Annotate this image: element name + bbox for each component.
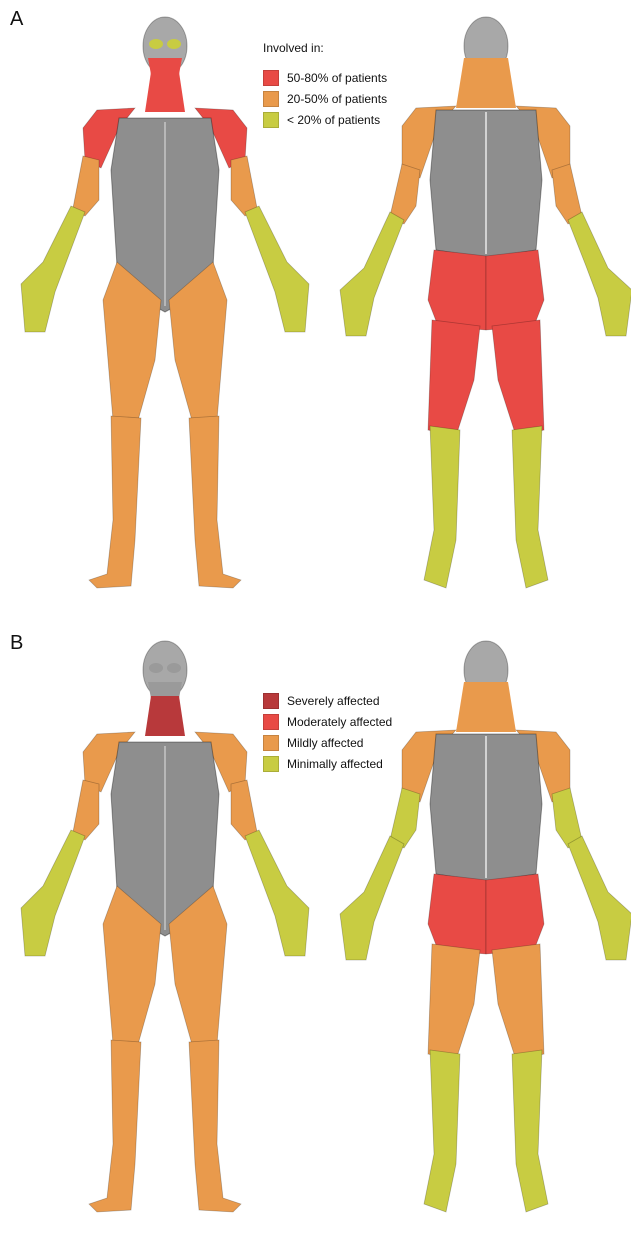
- eye-left: [149, 39, 163, 49]
- legend-swatch: [263, 70, 279, 86]
- glute-right: [486, 250, 544, 330]
- legend-label: < 20% of patients: [287, 114, 380, 126]
- hamstring-left: [428, 944, 480, 1060]
- legend-swatch: [263, 693, 279, 709]
- legend-item: Moderately affected: [263, 711, 392, 732]
- eye-right: [167, 663, 181, 673]
- calf-foot-right: [512, 1050, 548, 1212]
- legend-swatch: [263, 714, 279, 730]
- legend: Severely affected Moderately affected Mi…: [263, 690, 392, 774]
- calf-foot-right: [512, 426, 548, 588]
- forearm-hand-right: [245, 830, 309, 956]
- upper-arm-right: [231, 156, 257, 216]
- legend-item: 50-80% of patients: [263, 67, 387, 88]
- neck: [145, 72, 185, 112]
- legend-label: Minimally affected: [287, 758, 383, 770]
- forearm-hand-right: [568, 212, 631, 336]
- glute-left: [428, 874, 486, 954]
- hamstring-left: [428, 320, 480, 436]
- neck: [456, 58, 516, 108]
- upper-arm-left: [73, 156, 99, 216]
- lower-leg-foot-left: [89, 1040, 141, 1212]
- legend-item: < 20% of patients: [263, 109, 387, 130]
- legend-swatch: [263, 91, 279, 107]
- legend-item: Minimally affected: [263, 753, 392, 774]
- upper-arm-right: [231, 780, 257, 840]
- eye-right: [167, 39, 181, 49]
- legend-item: Severely affected: [263, 690, 392, 711]
- legend-label: 20-50% of patients: [287, 93, 387, 105]
- neck: [145, 696, 185, 736]
- upper-arm-left: [73, 780, 99, 840]
- glute-right: [486, 874, 544, 954]
- legend-label: 50-80% of patients: [287, 72, 387, 84]
- lower-leg-foot-right: [189, 1040, 241, 1212]
- forearm-hand-left: [340, 836, 404, 960]
- legend-title: Involved in:: [263, 42, 387, 54]
- neck: [456, 682, 516, 732]
- glute-left: [428, 250, 486, 330]
- legend-item: Mildly affected: [263, 732, 392, 753]
- calf-foot-left: [424, 426, 460, 588]
- legend-swatch: [263, 756, 279, 772]
- legend-item: 20-50% of patients: [263, 88, 387, 109]
- forearm-hand-left: [21, 830, 85, 956]
- eye-left: [149, 663, 163, 673]
- legend-swatch: [263, 112, 279, 128]
- forearm-hand-left: [21, 206, 85, 332]
- legend-label: Mildly affected: [287, 737, 363, 749]
- panel-a: A Involved in: 50-80% of patients 20-50%…: [0, 0, 631, 624]
- legend-label: Moderately affected: [287, 716, 392, 728]
- legend-swatch: [263, 735, 279, 751]
- legend-label: Severely affected: [287, 695, 380, 707]
- hamstring-right: [492, 944, 544, 1060]
- legend: Involved in: 50-80% of patients 20-50% o…: [263, 42, 387, 130]
- panel-b: B Severely affected Moderately affected …: [0, 624, 631, 1248]
- forearm-hand-right: [568, 836, 631, 960]
- lower-leg-foot-left: [89, 416, 141, 588]
- forearm-hand-left: [340, 212, 404, 336]
- calf-foot-left: [424, 1050, 460, 1212]
- lower-leg-foot-right: [189, 416, 241, 588]
- forearm-hand-right: [245, 206, 309, 332]
- hamstring-right: [492, 320, 544, 436]
